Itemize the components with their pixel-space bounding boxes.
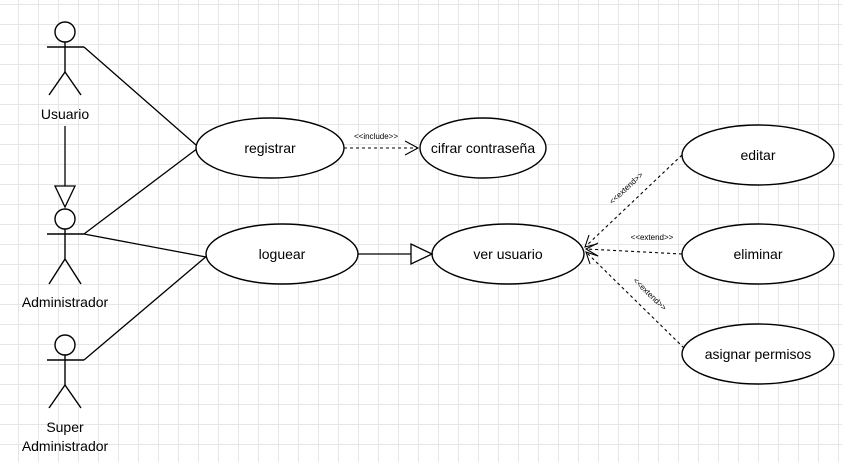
extend-editar-stereotype-label: <<extend>> xyxy=(608,170,646,206)
extend-eliminar-line xyxy=(585,248,683,255)
extend-eliminar: <<extend>> xyxy=(584,233,683,257)
actor-usuario-right-leg xyxy=(64,71,82,96)
extend-editar-arrowhead xyxy=(584,234,598,248)
use-case-editar-label: editar xyxy=(740,147,775,163)
actor-super-label-line1: Super xyxy=(46,419,84,435)
actor-usuario-label: Usuario xyxy=(41,106,89,122)
use-case-asignar-permisos[interactable]: asignar permisos xyxy=(681,323,835,385)
actor-usuario-left-leg xyxy=(48,71,66,96)
use-case-asignar-label: asignar permisos xyxy=(705,346,812,362)
actor-super-label-line2: Administrador xyxy=(22,438,109,454)
actor-super-administrador[interactable]: Super Administrador xyxy=(22,334,109,454)
use-case-eliminar-label: eliminar xyxy=(733,246,782,262)
actor-usuario[interactable]: Usuario xyxy=(41,21,89,122)
extend-eliminar-stereotype-label: <<extend>> xyxy=(631,233,674,242)
use-case-cifrar-contrasena[interactable]: cifrar contraseña xyxy=(419,117,547,179)
use-case-ver-usuario-label: ver usuario xyxy=(473,246,542,262)
extend-asignar-stereotype-label: <<extend>> xyxy=(631,276,668,312)
actor-super-head xyxy=(54,334,76,356)
extend-asignar-arrowhead xyxy=(585,251,599,265)
actor-super-right-leg xyxy=(64,384,82,409)
use-case-ver-usuario[interactable]: ver usuario xyxy=(431,223,585,285)
actor-administrador[interactable]: Administrador xyxy=(22,208,109,310)
actor-administrador-head xyxy=(54,208,76,230)
actor-administrador-right-leg xyxy=(64,258,82,285)
actor-usuario-head xyxy=(54,21,76,43)
actor-administrador-left-leg xyxy=(48,258,66,285)
generalization-arrowhead xyxy=(53,185,77,209)
use-case-editar[interactable]: editar xyxy=(681,124,835,186)
use-case-loguear[interactable]: loguear xyxy=(205,223,359,285)
association-loguear-ver-usuario xyxy=(358,242,434,266)
use-case-cifrar-label: cifrar contraseña xyxy=(431,140,535,156)
generalization-admin-usuario xyxy=(53,126,77,209)
include-relation: <<include>> xyxy=(344,132,420,156)
association-usuario-registrar xyxy=(83,46,197,146)
association-super-loguear xyxy=(83,254,209,361)
extend-asignar: <<extend>> xyxy=(585,251,685,349)
association-admin-registrar xyxy=(83,147,199,235)
extend-editar-line xyxy=(584,154,683,248)
actor-super-left-leg xyxy=(48,384,66,409)
extend-eliminar-arrowhead xyxy=(584,242,599,257)
association-admin-loguear xyxy=(83,233,207,258)
include-stereotype-label: <<include>> xyxy=(354,132,398,141)
loguear-ver-usuario-arrowhead xyxy=(410,242,434,266)
use-case-asignar-shape xyxy=(681,323,835,385)
use-case-loguear-label: loguear xyxy=(259,246,306,262)
include-arrowhead xyxy=(404,140,420,156)
use-case-registrar-label: registrar xyxy=(244,140,296,156)
actor-administrador-label: Administrador xyxy=(22,294,109,310)
use-case-eliminar[interactable]: eliminar xyxy=(681,223,835,285)
use-case-cifrar-shape xyxy=(419,117,547,179)
use-case-registrar[interactable]: registrar xyxy=(195,117,345,179)
extend-asignar-line xyxy=(585,251,685,349)
